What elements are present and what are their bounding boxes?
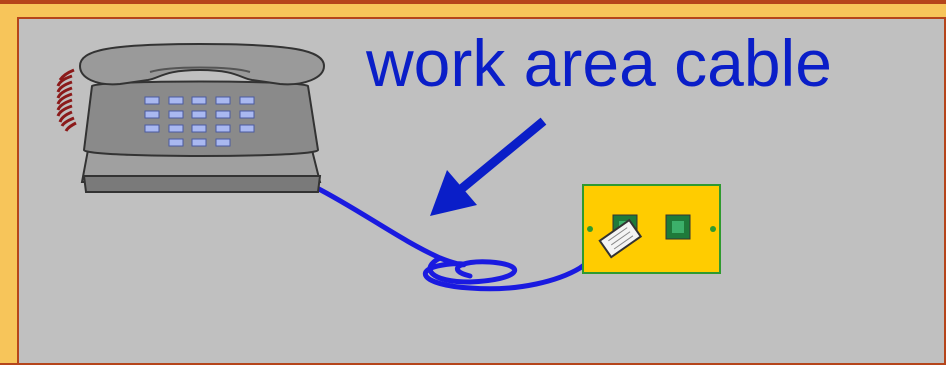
arrow-icon xyxy=(430,124,540,216)
diagram-label: work area cable xyxy=(366,30,832,96)
telephone-icon xyxy=(58,44,324,192)
wall-outlet-icon xyxy=(583,185,720,273)
handset-cord xyxy=(58,70,76,131)
